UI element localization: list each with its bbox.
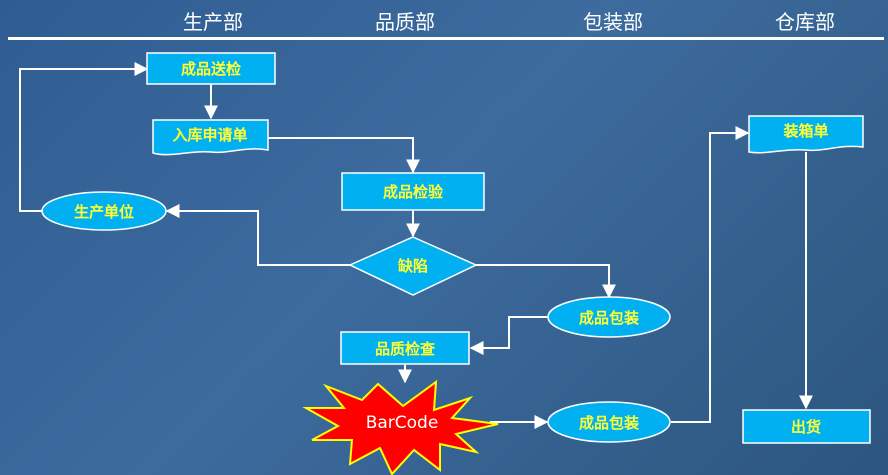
node-label: 成品包装 bbox=[579, 414, 640, 432]
node-label: 成品包装 bbox=[579, 309, 640, 327]
node-packing-list: 装箱单 bbox=[748, 115, 864, 154]
edge-packing-1-to-quality-check bbox=[469, 316, 549, 355]
node-warehouse-entry-form: 入库申请单 bbox=[152, 119, 269, 156]
node-label: 生产单位 bbox=[74, 203, 134, 221]
edge-entry-form-to-inspection bbox=[268, 137, 420, 174]
node-finished-goods-inspection: 成品检验 bbox=[341, 172, 485, 211]
node-label: 成品检验 bbox=[383, 183, 444, 201]
node-quality-check: 品质检查 bbox=[340, 331, 470, 365]
node-shipment: 出货 bbox=[742, 409, 871, 444]
edge-production-unit-to-inspect-request bbox=[19, 62, 149, 212]
node-label: 装箱单 bbox=[782, 122, 828, 140]
node-barcode-burst: BarCode bbox=[302, 379, 499, 475]
node-label: 出货 bbox=[791, 418, 821, 436]
node-finished-goods-packing-1: 成品包装 bbox=[547, 296, 671, 338]
dept-quality: 品质部 bbox=[375, 10, 435, 34]
node-production-unit: 生产单位 bbox=[41, 191, 167, 231]
dept-production: 生产部 bbox=[183, 10, 243, 34]
node-defect: 缺陷 bbox=[348, 236, 478, 296]
edge-defect-to-production-unit bbox=[165, 204, 350, 266]
dept-packaging: 包装部 bbox=[583, 10, 643, 34]
node-label: 缺陷 bbox=[397, 257, 428, 275]
header-divider bbox=[8, 37, 884, 40]
edge-packing-2-to-packing-list bbox=[671, 126, 750, 423]
edge-defect-to-packing-1 bbox=[476, 264, 616, 299]
barcode-label: BarCode bbox=[366, 413, 439, 433]
node-finished-goods-inspection-request: 成品送检 bbox=[146, 52, 276, 85]
node-label: 成品送检 bbox=[181, 60, 241, 78]
node-label: 入库申请单 bbox=[172, 126, 247, 144]
node-finished-goods-packing-2: 成品包装 bbox=[547, 401, 671, 443]
node-label: 品质检查 bbox=[375, 340, 436, 358]
dept-warehouse: 仓库部 bbox=[775, 10, 835, 34]
